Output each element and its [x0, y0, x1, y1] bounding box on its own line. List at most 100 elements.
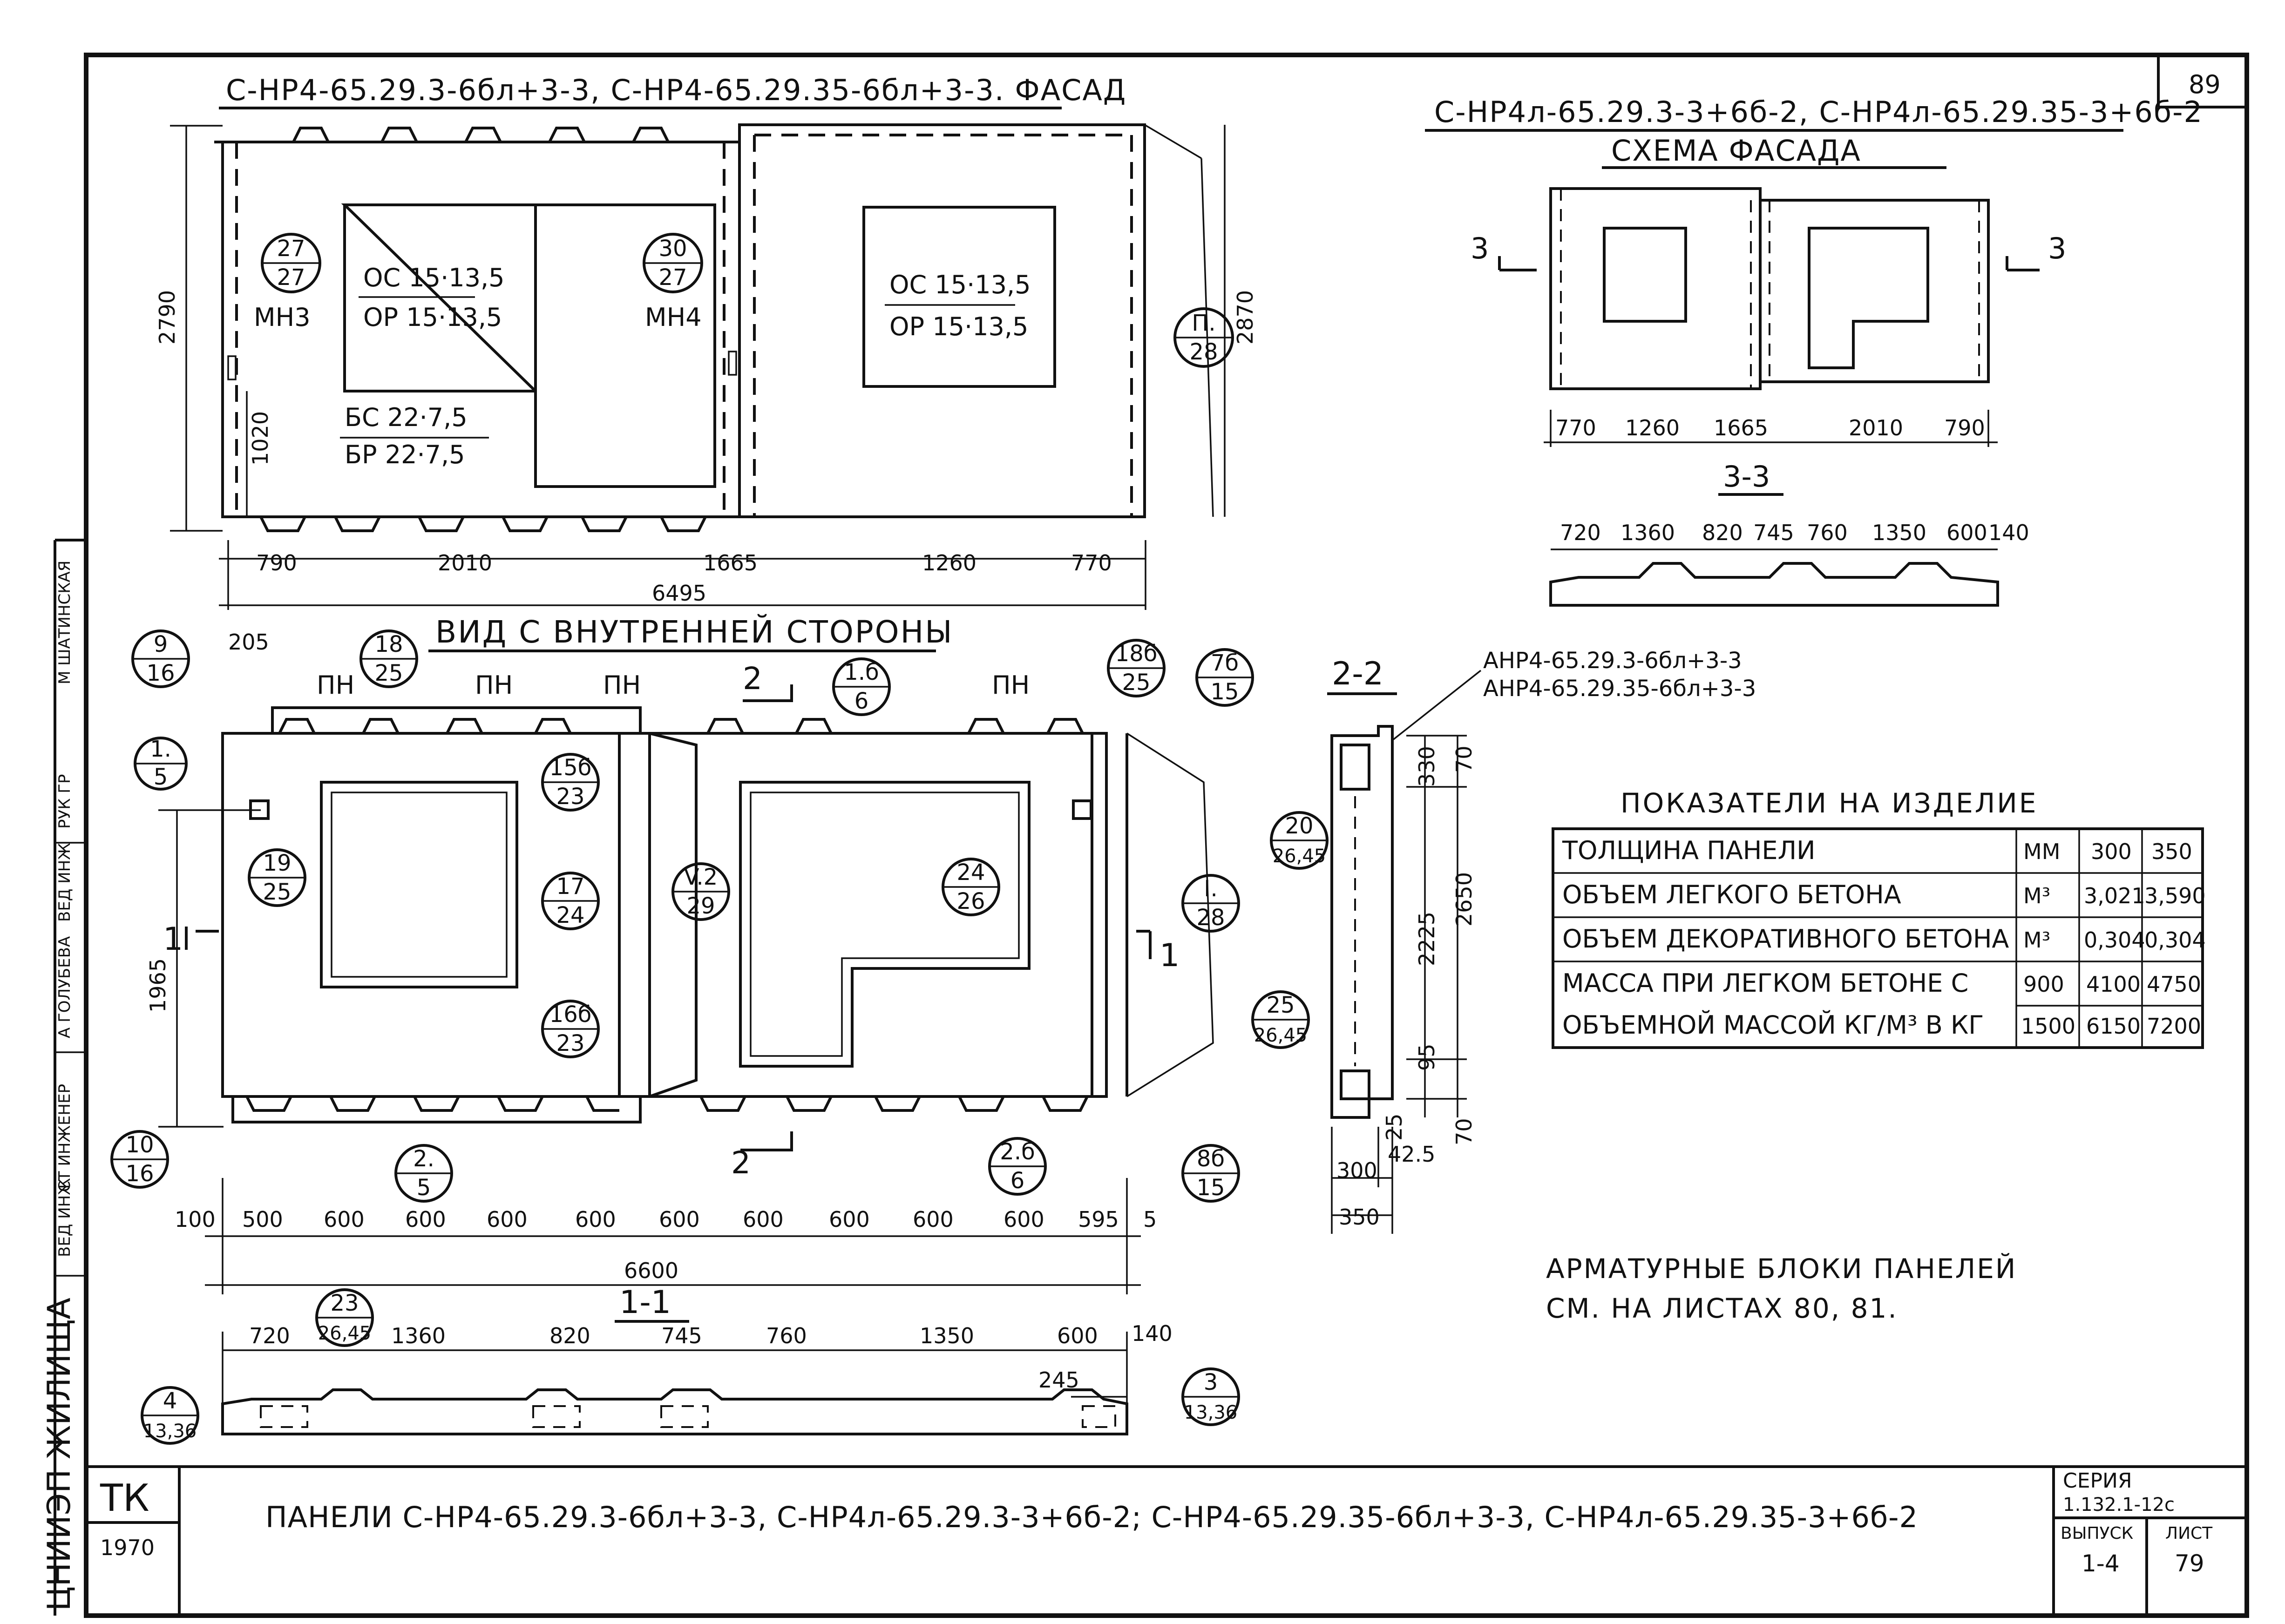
stamp-sheet-label: ЛИСТ [2165, 1524, 2213, 1543]
s22-dim-70b: 70 [1451, 1118, 1477, 1145]
indicator-row-2-unit: М³ [2023, 883, 2050, 908]
callout-bubble: I.28 [1181, 874, 1240, 933]
svg-text:2.: 2. [413, 1146, 434, 1172]
indicator-row-3-unit: М³ [2023, 927, 2050, 953]
svg-text:15: 15 [1196, 1175, 1225, 1201]
inner-dim-total: 6600 [624, 1258, 678, 1283]
scheme-sec-dim-3: 820 [1702, 520, 1743, 545]
svg-text:16: 16 [125, 1161, 154, 1187]
stamp-year: 1970 [100, 1535, 155, 1560]
scheme-section-mark-right: 3 [2048, 231, 2066, 265]
inner-dim-height: 1965 [145, 958, 170, 1013]
facade-dim-sub: 1020 [248, 411, 273, 466]
scheme-dim-3: 1665 [1714, 415, 1768, 440]
s22-dim-95: 95 [1414, 1043, 1439, 1071]
svg-text:26,45: 26,45 [1254, 1025, 1308, 1046]
scheme-title: С-НР4л-65.29.3-3+6б-2, С-НР4л-65.29.35-3… [1434, 95, 2203, 129]
facade-dim-bottom-3: 1665 [703, 550, 758, 575]
facade-dim-height-right: 2870 [1233, 290, 1258, 345]
svg-text:15: 15 [1210, 679, 1239, 705]
inner-bottom-dim-10: 600 [913, 1207, 954, 1232]
indicator-row-1-v1: 300 [2091, 839, 2132, 864]
facade-mn3-label: МН3 [254, 303, 311, 332]
section22-title: 2-2 [1332, 656, 1383, 692]
svg-text:26,45: 26,45 [1273, 846, 1326, 867]
svg-text:6: 6 [1010, 1168, 1025, 1194]
callout-bubble: П. 28 [1173, 307, 1234, 368]
inner-bottom-dim-8: 600 [743, 1207, 784, 1232]
scheme-dim-5: 790 [1944, 415, 1985, 440]
stamp-role-1: ВЕД ИНЖ [55, 1178, 74, 1257]
callout-bubble: 30 27 [643, 233, 703, 293]
inner-bottom-dim-12: 595 [1078, 1207, 1119, 1232]
svg-text:7б: 7б [1211, 650, 1239, 676]
section11-dim-7: 600 [1057, 1323, 1098, 1348]
svg-text:9: 9 [154, 631, 168, 657]
indicator-mass-v1-1: 4100 [2086, 972, 2141, 997]
indicator-mass-label-2: ОБЪЕМНОЙ МАССОЙ КГ/М³ В КГ [1562, 1010, 1984, 1040]
facade-balcony-bottom: БР 22·7,5 [345, 440, 465, 469]
indicator-mass-v2-2: 7200 [2147, 1014, 2201, 1039]
stamp-issue-label: ВЫПУСК [2061, 1524, 2133, 1543]
scheme-sec-dim-7: 600 [1946, 520, 1987, 545]
scheme-sec-dim-4: 745 [1753, 520, 1794, 545]
svg-text:13,36: 13,36 [143, 1421, 197, 1442]
svg-text:1.: 1. [150, 736, 171, 762]
svg-text:25: 25 [1266, 992, 1295, 1018]
pn-label-3: ПН [603, 670, 641, 700]
scheme-view [1498, 187, 2040, 390]
s22-dim-2650: 2650 [1451, 872, 1477, 927]
stamp-role-2: СТ ИНЖЕНЕР [55, 1084, 74, 1192]
indicator-mass-density-2: 1500 [2021, 1014, 2075, 1039]
section11-dim-1: 720 [249, 1323, 290, 1348]
svg-text:4: 4 [163, 1388, 177, 1414]
svg-text:6: 6 [854, 688, 869, 714]
svg-text:1.б: 1.б [844, 659, 879, 685]
svg-text:27: 27 [277, 236, 305, 262]
stamp-issue: 1-4 [2082, 1550, 2120, 1577]
svg-text:16: 16 [146, 660, 175, 686]
inner-bottom-dim-9: 600 [829, 1207, 870, 1232]
pn-label-2: ПН [475, 670, 513, 700]
section-mark-2-top: 2 [743, 661, 762, 697]
section11-dim-8: 140 [1132, 1321, 1173, 1346]
scheme-section-profile [1549, 548, 1999, 607]
section11-dim-2: 1360 [391, 1323, 446, 1348]
indicator-row-2-v1: 3,021 [2084, 883, 2145, 908]
scheme-sec-dim-1: 720 [1560, 520, 1601, 545]
svg-text:18: 18 [374, 631, 403, 657]
scheme-dim-4: 2010 [1849, 415, 1903, 440]
svg-text:27: 27 [277, 264, 305, 291]
svg-text:I.: I. [1204, 876, 1217, 902]
inner-bottom-dim-3: 600 [324, 1207, 365, 1232]
svg-text:10: 10 [125, 1132, 154, 1158]
svg-text:П.: П. [1192, 310, 1215, 336]
scheme-sec-dim-2: 1360 [1621, 520, 1675, 545]
indicator-row-2-name: ОБЪЕМ ЛЕГКОГО БЕТОНА [1562, 880, 1901, 909]
callout-bubble: 2.5 [394, 1144, 453, 1203]
facade-window2-bottom: ОР 15·13,5 [889, 312, 1028, 341]
callout-bubble: 2.б6 [988, 1137, 1047, 1196]
note-line-2: СМ. НА ЛИСТАХ 80, 81. [1546, 1292, 1898, 1324]
section22-ref1: АНР4-65.29.3-6бл+3-3 [1483, 648, 1742, 674]
section11-dim-3: 820 [549, 1323, 590, 1348]
indicators-table [1552, 827, 2204, 1049]
svg-text:29: 29 [686, 893, 715, 919]
indicator-row-3-v2: 0,304 [2144, 927, 2206, 953]
section11-dim-5: 760 [766, 1323, 807, 1348]
facade-window2-top: ОС 15·13,5 [889, 270, 1031, 299]
stamp-role-3: ВЕД ИНЖ [55, 843, 74, 922]
callout-bubble: 27 27 [261, 233, 321, 293]
inner-bottom-dim-6: 600 [575, 1207, 616, 1232]
s22-dim-350: 350 [1339, 1204, 1380, 1230]
inner-bottom-dim-13: 5 [1143, 1207, 1157, 1232]
inner-bottom-dim-4: 600 [405, 1207, 446, 1232]
indicator-row-2-v2: 3,590 [2144, 883, 2206, 908]
s22-dim-300: 300 [1336, 1158, 1377, 1183]
facade-dim-total: 6495 [652, 581, 706, 606]
